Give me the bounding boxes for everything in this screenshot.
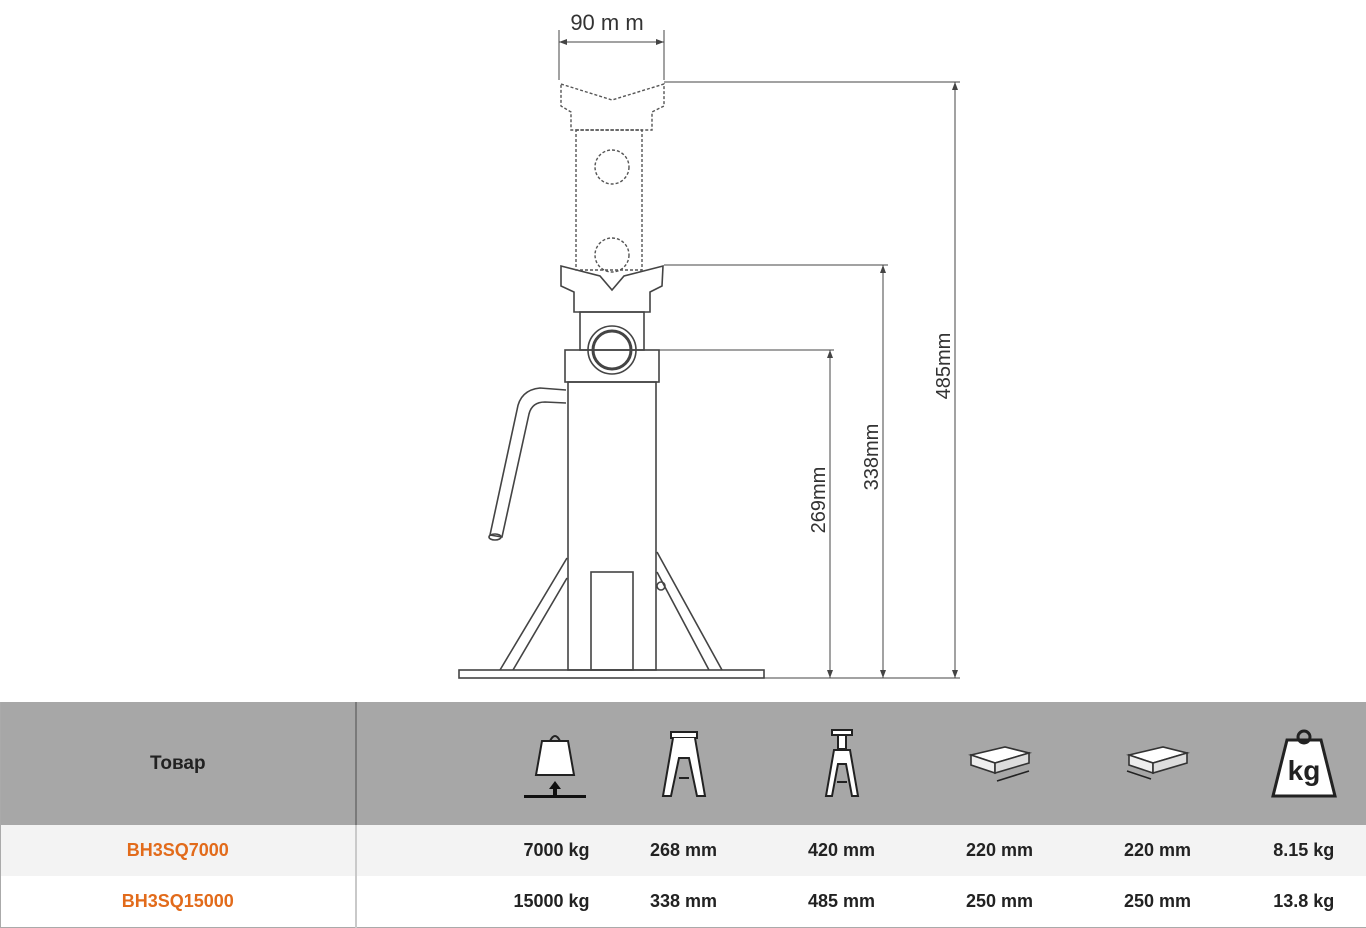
stand-min-height-icon (661, 730, 706, 797)
weight-lift-icon (523, 734, 586, 798)
kg-weight-icon: kg (1270, 729, 1337, 798)
base-length-value: 250 mm (965, 891, 1034, 912)
base-plate (458, 669, 765, 679)
specs-table: Товар (0, 702, 1366, 928)
dim-total-height-label: 485mm (933, 333, 955, 400)
dim-low-height-label: 269mm (808, 467, 830, 534)
base-width-value: 250 mm (1123, 891, 1192, 912)
table-row: BH3SQ15000 15000 kg 338 mm 485 mm 250 mm… (0, 876, 1366, 928)
main-column (567, 381, 657, 671)
min-height-value: 268 mm (649, 840, 718, 861)
product-code[interactable]: BH3SQ15000 (0, 876, 357, 928)
kg-icon-text: kg (1287, 755, 1320, 786)
weight-value: 8.15 kg (1273, 840, 1335, 861)
dim-width-label: 90 m m (570, 10, 643, 35)
table-row: BH3SQ7000 7000 kg 268 mm 420 mm 220 mm 2… (0, 825, 1366, 877)
max-height-value: 485 mm (807, 891, 876, 912)
min-height-value: 338 mm (649, 891, 718, 912)
capacity-value: 15000 kg (513, 891, 590, 912)
product-code[interactable]: BH3SQ7000 (0, 825, 357, 877)
stand-max-height-icon (824, 728, 859, 797)
header-product-label: Товар (0, 702, 357, 826)
base-width-value: 220 mm (1123, 840, 1192, 861)
axle-stand-technical-drawing: 90 m m 485mm 338mm 269mm (458, 10, 960, 679)
max-height-value: 420 mm (807, 840, 876, 861)
weight-value: 13.8 kg (1273, 891, 1335, 912)
dim-mid-height-label: 338mm (861, 424, 883, 491)
capacity-value: 7000 kg (523, 840, 590, 861)
base-width-icon (1125, 745, 1190, 780)
base-length-value: 220 mm (965, 840, 1034, 861)
table-header-row: Товар (0, 702, 1366, 826)
base-length-icon (967, 745, 1032, 782)
